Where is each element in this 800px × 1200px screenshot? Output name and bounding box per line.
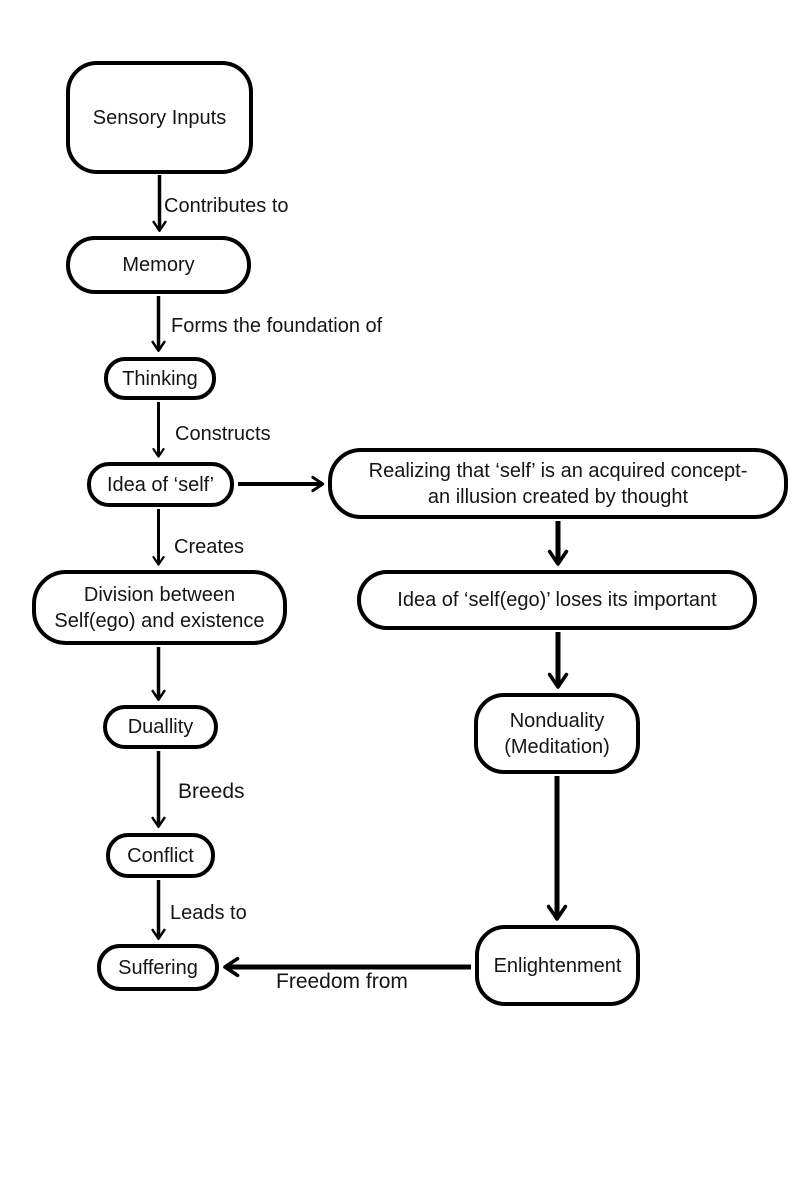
node-sensory-inputs: Sensory Inputs [66,61,253,174]
edge-label-breeds: Breeds [178,780,245,803]
edge-label-creates: Creates [174,536,245,558]
edge-label-forms-foundation: Forms the foundation of [171,315,383,337]
node-division-self-existence: Division between Self(ego) and existence [32,570,287,645]
node-idea-ego-loses-important: Idea of ‘self(ego)’ loses its important [357,570,757,630]
node-thinking: Thinking [104,357,216,400]
edge-label-leads-to: Leads to [170,902,247,924]
node-suffering: Suffering [97,944,219,991]
edge-label-contributes-to: Contributes to [164,195,289,217]
edge-label-freedom-from: Freedom from [276,970,408,993]
node-realizing-self-is-concept: Realizing that ‘self’ is an acquired con… [328,448,788,519]
node-enlightenment: Enlightenment [475,925,640,1006]
edge-label-constructs: Constructs [175,423,271,445]
node-conflict: Conflict [106,833,215,878]
node-nonduality-meditation: Nonduality (Meditation) [474,693,640,774]
node-idea-of-self: Idea of ‘self’ [87,462,234,507]
node-duallity: Duallity [103,705,218,749]
node-memory: Memory [66,236,251,294]
